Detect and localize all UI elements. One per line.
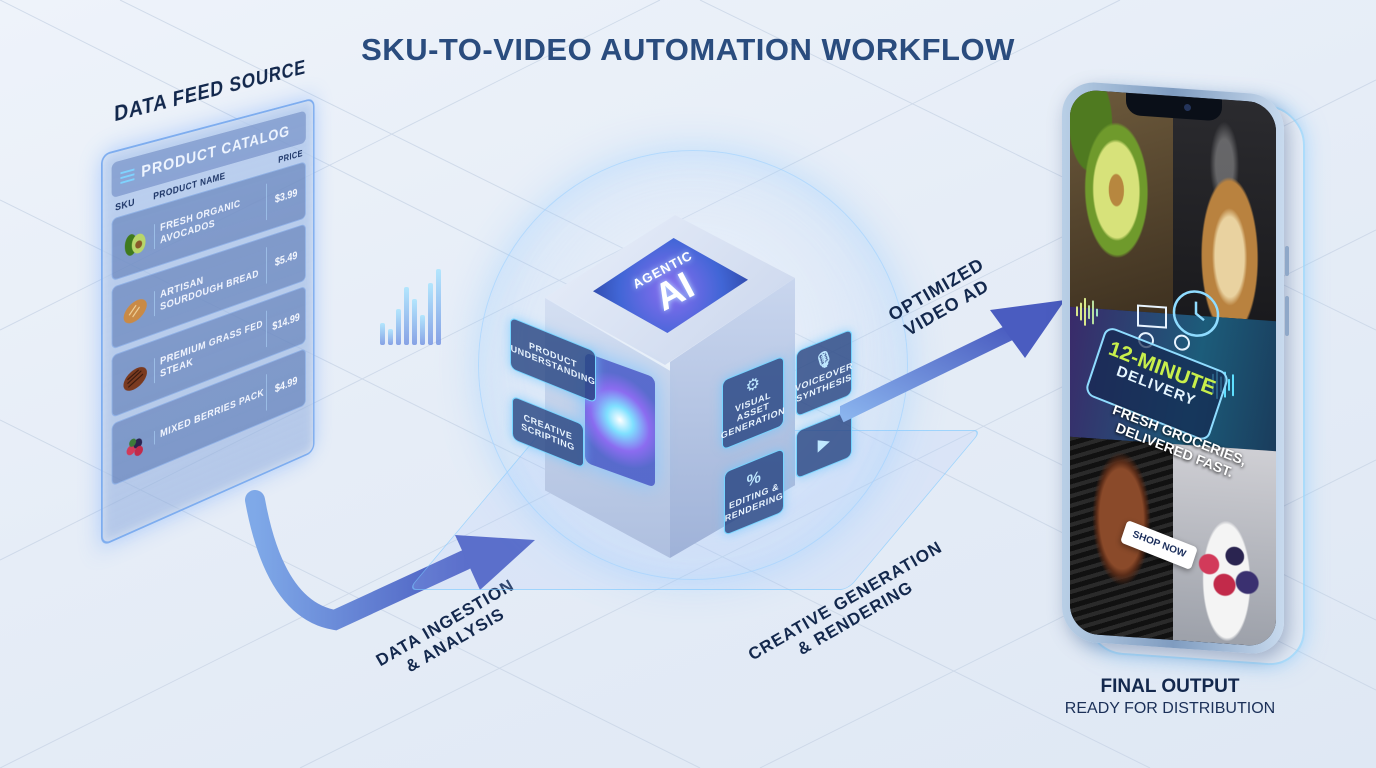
product-price: $4.99 (266, 359, 306, 411)
volume-button (1285, 295, 1289, 337)
smartphone: 12-MINUTE DELIVERY FRESH GROCERIES, DELI… (1062, 80, 1289, 656)
catalog-rows: FRESH ORGANIC AVOCADOS $3.99 ARTISAN SOU… (103, 159, 313, 490)
product-catalog-panel: PRODUCT CATALOG SKU PRODUCT NAME PRICE F… (100, 97, 315, 547)
table-row[interactable]: PREMIUM GRASS FED STEAK $14.99 (111, 285, 306, 418)
audio-waveform-icon (1076, 297, 1098, 327)
table-row[interactable]: FRESH ORGANIC AVOCADOS $3.99 (111, 161, 306, 282)
hamburger-icon[interactable] (120, 168, 135, 184)
video-ad-screen[interactable]: 12-MINUTE DELIVERY FRESH GROCERIES, DELI… (1070, 88, 1276, 648)
power-button (1285, 245, 1289, 277)
mini-bar-chart-icon (378, 235, 448, 345)
video-camera-icon: ▶ (817, 432, 831, 455)
avocado-image (1070, 88, 1173, 314)
product-name: MIXED BERRIES PACK (154, 386, 267, 445)
steak-icon (116, 350, 154, 407)
bread-icon (116, 283, 154, 339)
output-arrow-icon (840, 300, 1065, 423)
final-output-title: FINAL OUTPUT (1100, 676, 1240, 697)
camera-icon (1184, 103, 1191, 112)
table-row[interactable]: ARTISAN SOURDOUGH BREAD $5.49 (111, 223, 306, 350)
product-price: $14.99 (266, 296, 306, 348)
data-feed-source: DATA FEED SOURCE PRODUCT CATALOG SKU PRO… (60, 30, 336, 615)
product-price: $5.49 (266, 234, 306, 284)
final-output: FINAL OUTPUT READY FOR DISTRIBUTION (1040, 676, 1300, 718)
ingestion-arrow-icon (245, 490, 535, 631)
product-price: $3.99 (266, 172, 306, 221)
page-title: SKU-TO-VIDEO AUTOMATION WORKFLOW (361, 32, 1015, 67)
final-output-subtitle: READY FOR DISTRIBUTION (1064, 700, 1276, 717)
avocado-icon (116, 216, 154, 270)
berries-icon (116, 417, 154, 475)
